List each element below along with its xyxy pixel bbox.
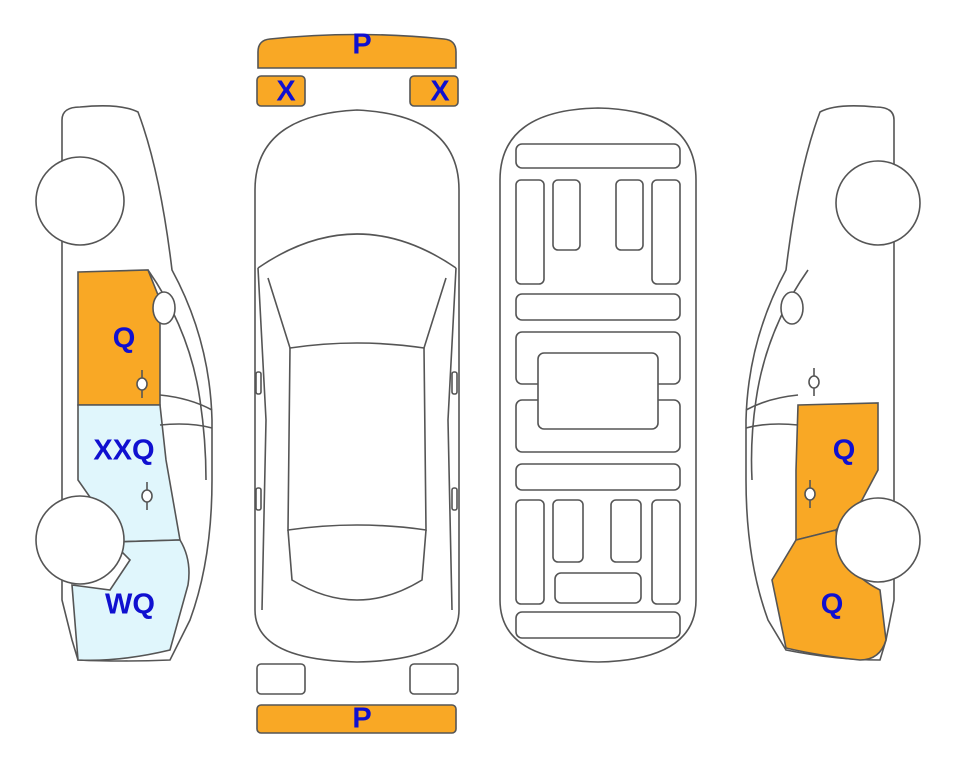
mirror-right [451, 371, 458, 395]
car-top-view [254, 109, 460, 663]
right-side-belt-line [745, 394, 799, 411]
underbody-panel [554, 572, 642, 604]
underbody-panel [552, 499, 584, 563]
label-left-rear-quarter: WQ [105, 589, 155, 621]
car-top-windshield[interactable] [257, 233, 457, 269]
left-rear-door-handle [141, 482, 153, 510]
underbody-panel [515, 499, 545, 605]
label-right-rear-quarter: Q [821, 589, 844, 621]
right-front-door-handle [808, 368, 820, 396]
left-side-belt-line-2 [159, 423, 213, 429]
label-headlight-right: X [430, 76, 450, 108]
front-parts [256, 33, 459, 107]
car-top-cabin[interactable] [267, 277, 447, 349]
underbody-panel [651, 179, 681, 285]
right-rear-door-handle [804, 480, 816, 508]
car-top-rear-window[interactable] [287, 529, 427, 601]
car-right-side-view [745, 105, 921, 661]
left-rear-quarter[interactable] [71, 539, 190, 662]
right-rear-wheel[interactable] [835, 497, 921, 583]
underbody-panel [515, 611, 681, 639]
underbody-panel [515, 179, 545, 285]
right-side-mirror [780, 291, 804, 325]
handle-left-rear [255, 487, 262, 511]
car-left-side-view [35, 105, 213, 662]
underbody-panel [515, 293, 681, 321]
car-underbody-view [499, 107, 697, 663]
headlight-right[interactable] [409, 75, 459, 107]
underbody-panel [515, 143, 681, 169]
car-top-body[interactable] [254, 109, 460, 663]
underbody-panel [615, 179, 644, 251]
headlight-left[interactable] [256, 75, 306, 107]
left-side-mirror [152, 291, 176, 325]
taillight-right[interactable] [409, 663, 459, 695]
right-front-wheel[interactable] [835, 160, 921, 246]
underbody-panel [651, 499, 681, 605]
car-top-roof[interactable] [287, 347, 427, 531]
left-side-belt-line [159, 394, 213, 411]
label-front-bumper: P [352, 29, 371, 61]
taillight-left[interactable] [256, 663, 306, 695]
label-headlight-left: X [276, 76, 296, 108]
underbody-panel-center [537, 352, 659, 430]
rear-bumper[interactable] [256, 704, 457, 734]
left-rear-wheel[interactable] [35, 495, 125, 585]
left-front-door[interactable] [77, 269, 161, 406]
underbody-panel [610, 499, 642, 563]
left-front-wheel[interactable] [35, 156, 125, 246]
car-top-right-side[interactable] [447, 267, 457, 611]
underbody-panel [552, 179, 581, 251]
mirror-left [255, 371, 262, 395]
label-rear-bumper: P [352, 703, 371, 735]
underbody-panel [515, 463, 681, 491]
label-right-rear-door: Q [833, 435, 856, 467]
right-side-belt-line-2 [745, 423, 799, 429]
label-left-rear-door: XXQ [93, 435, 154, 467]
damage-labels: P X X P Q XXQ WQ Q Q [93, 29, 855, 735]
left-front-door-handle [136, 370, 148, 398]
car-top-left-side[interactable] [257, 267, 267, 611]
front-bumper[interactable] [257, 33, 457, 69]
rear-parts [256, 663, 459, 734]
label-left-front-door: Q [113, 323, 136, 355]
handle-right-rear [451, 487, 458, 511]
